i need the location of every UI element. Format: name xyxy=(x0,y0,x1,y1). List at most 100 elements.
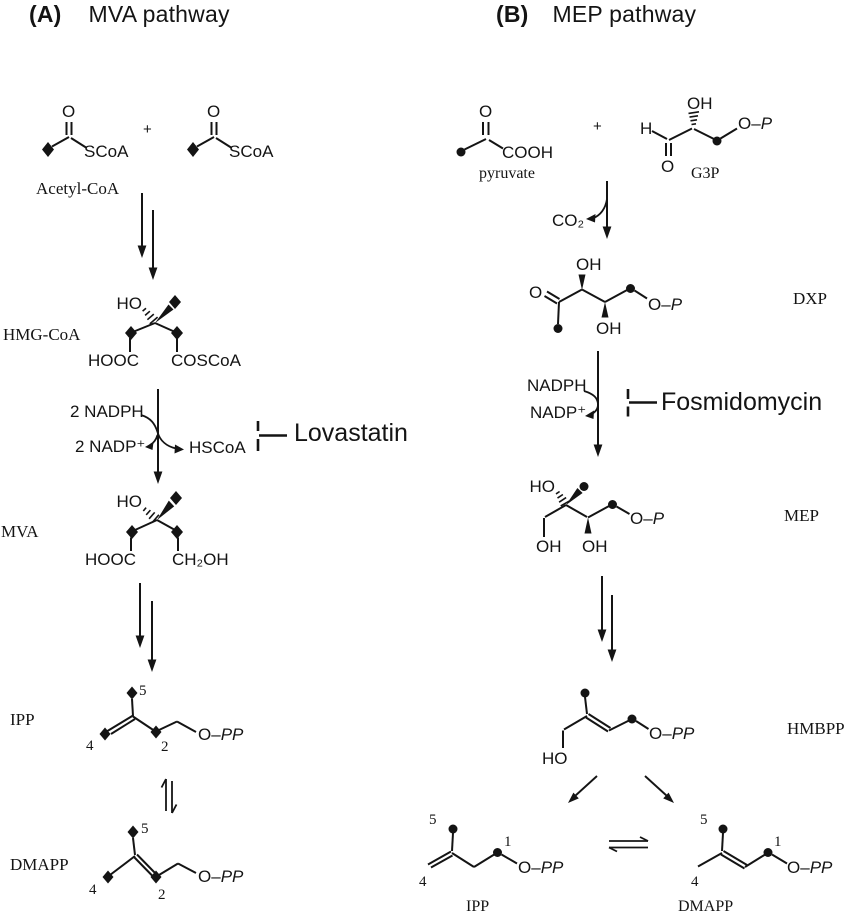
o-dash: O– xyxy=(648,295,671,314)
compound-label-ipp-a: IPP xyxy=(10,710,35,729)
cofactor-2nadph: 2 NADPH xyxy=(70,402,144,421)
ch2oh-label: CH₂OH xyxy=(172,550,229,569)
compound-label-dxp: DXP xyxy=(793,289,828,308)
labeled-carbon-diamond xyxy=(171,326,183,340)
oh-label: OH xyxy=(687,94,713,113)
mep-structure xyxy=(543,482,630,537)
compound-label-ipp-b: IPP xyxy=(466,898,490,915)
co2-label: CO₂ xyxy=(552,211,585,230)
labeled-carbon-dot xyxy=(579,482,589,491)
labeled-carbon-diamond xyxy=(169,295,181,309)
bold-wedge-bond xyxy=(578,274,586,290)
labeled-carbon-dot xyxy=(456,147,466,157)
arrow-dxp-to-mep xyxy=(583,351,603,457)
acetyl-coa-1-structure xyxy=(42,122,87,157)
bold-wedge-bond xyxy=(584,517,592,534)
hydroxyl-label: HO xyxy=(116,492,143,511)
carbon-number-4: 4 xyxy=(419,874,427,890)
cofactor-curve xyxy=(140,414,177,450)
double-arrow-mva-to-ipp xyxy=(135,583,157,672)
o-dash: O– xyxy=(649,724,672,743)
oh-label: OH xyxy=(582,537,608,556)
hydroxyl-label: HO xyxy=(542,749,568,768)
bold-wedge-bond xyxy=(601,302,609,318)
labeled-carbon-diamond xyxy=(102,870,114,884)
compound-label-acetyl-coa: Acetyl-CoA xyxy=(36,179,120,198)
hmbpp-structure xyxy=(562,688,650,748)
p-italic: P xyxy=(652,509,665,528)
labeled-carbon-diamond xyxy=(170,491,182,505)
hydroxyl-label: HO xyxy=(529,477,556,496)
o-dash: O– xyxy=(198,725,221,744)
equilibrium-arrows-b xyxy=(608,836,649,853)
co2-curve xyxy=(593,198,608,219)
labeled-carbon-dot xyxy=(608,500,617,509)
plus-sign: + xyxy=(593,118,602,135)
labeled-carbon-dot xyxy=(712,136,722,146)
o-dash: O– xyxy=(198,867,221,886)
equilibrium-arrows-a xyxy=(160,778,178,814)
o-dash: O– xyxy=(518,858,541,877)
carbon-number-4: 4 xyxy=(86,738,94,754)
panel-a-letter: (A) xyxy=(29,1,62,27)
acetyl-coa-2-structure xyxy=(187,122,232,157)
labeled-carbon-dot xyxy=(627,714,637,724)
labeled-carbon-diamond xyxy=(150,725,162,739)
op-label: O–P xyxy=(630,509,665,529)
hydrogen-label: H xyxy=(640,119,653,138)
oxygen-label: O xyxy=(62,102,76,121)
double-arrow-mep-to-hmbpp xyxy=(597,576,617,662)
bold-wedge-bond xyxy=(566,488,583,505)
double-arrow-acetylcoa-to-hmgcoa xyxy=(137,193,158,280)
compound-label-dmapp-a: DMAPP xyxy=(10,855,69,874)
bold-wedge-bond xyxy=(157,500,175,520)
hmg-coa-structure xyxy=(125,295,183,352)
nadp-arrowhead xyxy=(145,442,154,450)
labeled-carbon-diamond xyxy=(127,825,139,839)
inhibitor-fosmidomycin: Fosmidomycin xyxy=(661,388,823,416)
compound-label-mep: MEP xyxy=(784,506,819,525)
hashed-wedge-bond xyxy=(688,111,700,126)
o-dash: O– xyxy=(787,858,810,877)
coscoa-label: COSCoA xyxy=(171,351,241,370)
panel-a-name: MVA pathway xyxy=(88,1,230,27)
carbon-number-5: 5 xyxy=(139,683,147,699)
labeled-carbon-diamond xyxy=(99,727,111,741)
nadp-arrowhead xyxy=(585,410,594,419)
labeled-carbon-dot xyxy=(626,284,635,293)
labeled-carbon-diamond xyxy=(187,142,199,157)
hscoa-arrowhead xyxy=(174,444,184,454)
co2-arrowhead xyxy=(586,214,596,223)
panel-a-title: (A) MVA pathway xyxy=(29,1,230,27)
op-label: O–P xyxy=(648,295,682,315)
panel-b-title: (B)MEP pathway xyxy=(496,1,697,27)
compound-label-dmapp-b: DMAPP xyxy=(678,898,734,915)
labeled-carbon-dot xyxy=(493,848,502,857)
pp-italic: PP xyxy=(671,724,695,743)
labeled-carbon-diamond xyxy=(125,326,137,340)
hooc-label: HOOC xyxy=(85,550,136,569)
o-dash: O– xyxy=(738,114,761,133)
oh-label: OH xyxy=(576,255,602,274)
diverging-arrows-hmbpp xyxy=(568,775,674,803)
labeled-carbon-dot xyxy=(448,824,458,834)
cofactor-2nadp: 2 NADP⁺ xyxy=(75,437,146,456)
labeled-carbon-diamond xyxy=(126,525,138,539)
cofactor-nadph: NADPH xyxy=(527,376,587,395)
scoa-label: SCoA xyxy=(229,142,274,161)
plus-sign: + xyxy=(143,121,152,138)
carbon-number-1: 1 xyxy=(774,834,782,850)
labeled-carbon-dot xyxy=(763,848,773,857)
panel-b-name: MEP pathway xyxy=(552,1,697,27)
oxygen-label: O xyxy=(529,283,543,302)
pp-italic: PP xyxy=(540,858,564,877)
dxp-structure xyxy=(543,274,648,333)
p-italic: P xyxy=(760,114,773,133)
opp-label: O–PP xyxy=(787,858,832,878)
opp-label: O–PP xyxy=(649,724,695,744)
oxygen-label: O xyxy=(207,102,221,121)
carbon-number-4: 4 xyxy=(89,882,97,898)
hashed-wedge-bond xyxy=(555,490,570,507)
op-label: O–P xyxy=(738,114,773,134)
